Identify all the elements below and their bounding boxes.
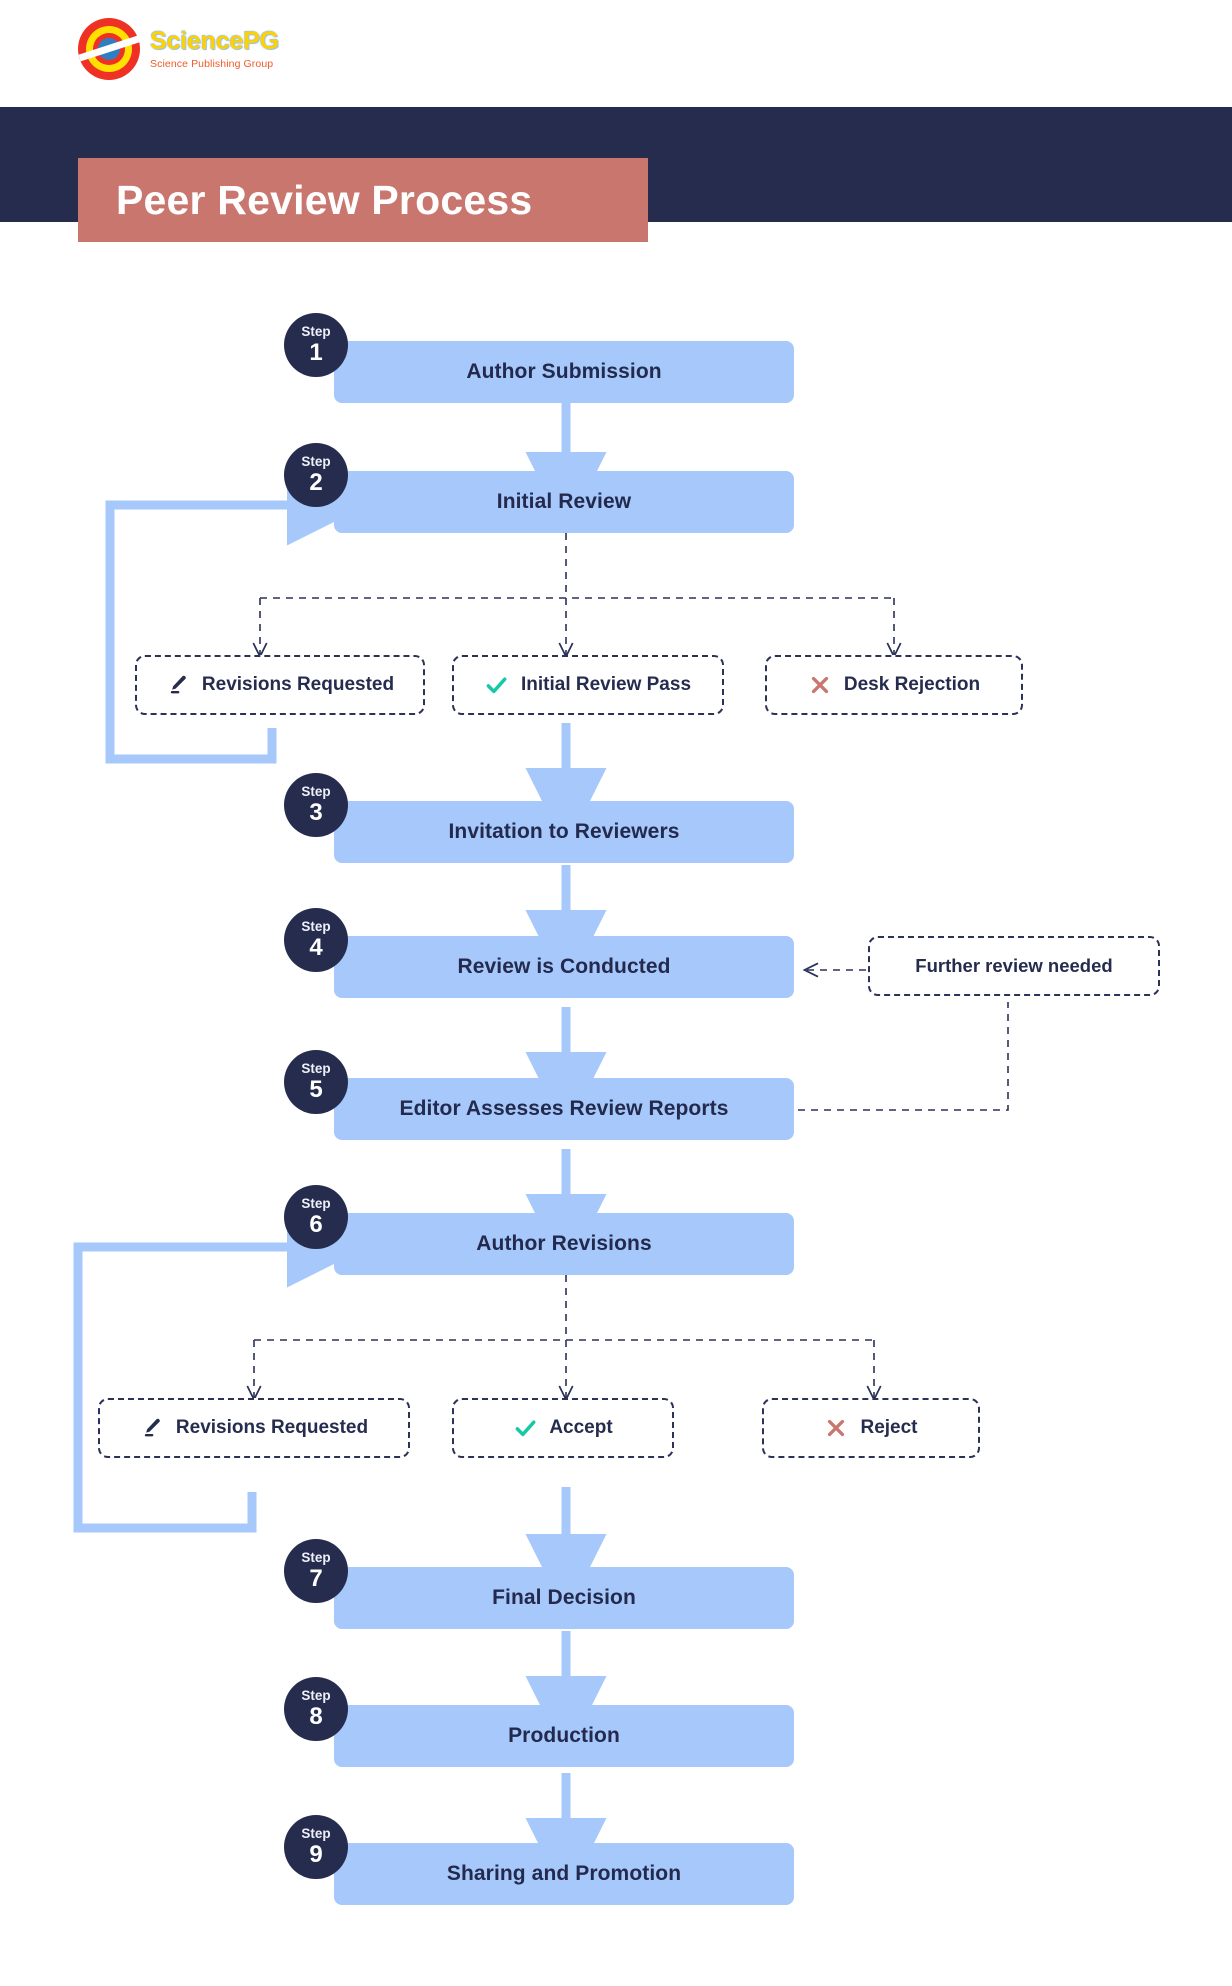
outcome-label: Revisions Requested bbox=[201, 674, 395, 695]
step-badge-7: Step 7 bbox=[284, 1539, 348, 1603]
step-badge-3: Step 3 bbox=[284, 773, 348, 837]
step-badge-number: 4 bbox=[309, 933, 323, 961]
step-badge-1: Step 1 bbox=[284, 313, 348, 377]
step-badge-5: Step 5 bbox=[284, 1050, 348, 1114]
outcome-revisions-requested-1[interactable]: Revisions Requested bbox=[135, 655, 425, 715]
step-box-label: Review is Conducted bbox=[457, 955, 671, 978]
check-icon bbox=[513, 1416, 537, 1440]
note-further-review-needed[interactable]: Further review needed bbox=[868, 936, 1160, 996]
step-box-label: Initial Review bbox=[496, 490, 632, 513]
logo-title: SciencePG bbox=[150, 26, 279, 55]
step-badge-label: Step bbox=[301, 1826, 331, 1842]
step-box-review-is-conducted[interactable]: Review is Conducted bbox=[334, 936, 794, 998]
page-title-text: Peer Review Process bbox=[116, 176, 533, 223]
step-badge-label: Step bbox=[301, 1688, 331, 1704]
outcome-desk-rejection[interactable]: Desk Rejection bbox=[765, 655, 1023, 715]
outcome-label: Revisions Requested bbox=[175, 1417, 369, 1438]
step-box-label: Final Decision bbox=[492, 1586, 636, 1609]
step-box-label: Editor Assesses Review Reports bbox=[399, 1097, 729, 1120]
step-row-8: Step 8 Production bbox=[284, 1677, 796, 1767]
sciencepg-circle-logo-icon bbox=[78, 18, 140, 80]
step-badge-8: Step 8 bbox=[284, 1677, 348, 1741]
note-label: Further review needed bbox=[915, 955, 1113, 976]
step-box-initial-review[interactable]: Initial Review bbox=[334, 471, 794, 533]
step-box-invitation-to-reviewers[interactable]: Invitation to Reviewers bbox=[334, 801, 794, 863]
cross-icon bbox=[824, 1416, 848, 1440]
step-badge-number: 5 bbox=[309, 1075, 323, 1103]
step-box-label: Author Revisions bbox=[476, 1232, 652, 1255]
step-box-editor-assesses-review-reports[interactable]: Editor Assesses Review Reports bbox=[334, 1078, 794, 1140]
step-box-label: Sharing and Promotion bbox=[446, 1862, 682, 1885]
outcome-revisions-requested-2[interactable]: Revisions Requested bbox=[98, 1398, 410, 1458]
brand-logo[interactable]: SciencePG Science Publishing Group bbox=[78, 18, 279, 80]
step-badge-label: Step bbox=[301, 919, 331, 935]
step-badge-number: 8 bbox=[309, 1702, 323, 1730]
step-box-production[interactable]: Production bbox=[334, 1705, 794, 1767]
step-badge-number: 1 bbox=[309, 338, 323, 366]
step-badge-number: 2 bbox=[309, 468, 323, 496]
outcome-label: Initial Review Pass bbox=[520, 674, 692, 695]
outcome-reject[interactable]: Reject bbox=[762, 1398, 980, 1458]
step-row-7: Step 7 Final Decision bbox=[284, 1539, 796, 1629]
step-row-4: Step 4 Review is Conducted bbox=[284, 908, 796, 998]
step-badge-label: Step bbox=[301, 324, 331, 340]
step-badge-9: Step 9 bbox=[284, 1815, 348, 1879]
outcome-label: Desk Rejection bbox=[843, 674, 981, 695]
outcome-initial-review-pass[interactable]: Initial Review Pass bbox=[452, 655, 724, 715]
step-badge-label: Step bbox=[301, 1196, 331, 1212]
step-badge-6: Step 6 bbox=[284, 1185, 348, 1249]
step-box-label: Author Submission bbox=[466, 360, 662, 383]
step-row-1: Step 1 Author Submission bbox=[284, 313, 796, 403]
step-row-6: Step 6 Author Revisions bbox=[284, 1185, 796, 1275]
step-badge-label: Step bbox=[301, 1061, 331, 1077]
cross-icon bbox=[808, 673, 832, 697]
step-row-2: Step 2 Initial Review bbox=[284, 443, 796, 533]
pencil-icon bbox=[166, 673, 190, 697]
step-badge-2: Step 2 bbox=[284, 443, 348, 507]
outcome-label: Accept bbox=[549, 1417, 613, 1438]
step-badge-label: Step bbox=[301, 784, 331, 800]
outcome-accept[interactable]: Accept bbox=[452, 1398, 674, 1458]
page-title: Peer Review Process bbox=[78, 158, 648, 242]
step-row-9: Step 9 Sharing and Promotion bbox=[284, 1815, 796, 1905]
outcome-label: Reject bbox=[860, 1417, 918, 1438]
step-badge-4: Step 4 bbox=[284, 908, 348, 972]
step-box-label: Production bbox=[508, 1724, 620, 1747]
step-badge-number: 7 bbox=[309, 1564, 323, 1592]
step-box-sharing-and-promotion[interactable]: Sharing and Promotion bbox=[334, 1843, 794, 1905]
step-badge-number: 9 bbox=[309, 1840, 323, 1868]
step-box-final-decision[interactable]: Final Decision bbox=[334, 1567, 794, 1629]
logo-bar: SciencePG Science Publishing Group bbox=[0, 0, 1232, 107]
step-badge-label: Step bbox=[301, 1550, 331, 1566]
step-badge-number: 6 bbox=[309, 1210, 323, 1238]
logo-subtitle: Science Publishing Group bbox=[150, 57, 274, 70]
step-row-5: Step 5 Editor Assesses Review Reports bbox=[284, 1050, 796, 1140]
pencil-icon bbox=[140, 1416, 164, 1440]
step-box-author-submission[interactable]: Author Submission bbox=[334, 341, 794, 403]
step-box-label: Invitation to Reviewers bbox=[448, 820, 680, 843]
step-row-3: Step 3 Invitation to Reviewers bbox=[284, 773, 796, 863]
step-badge-label: Step bbox=[301, 454, 331, 470]
step-box-author-revisions[interactable]: Author Revisions bbox=[334, 1213, 794, 1275]
check-icon bbox=[485, 673, 509, 697]
step-badge-number: 3 bbox=[309, 798, 323, 826]
